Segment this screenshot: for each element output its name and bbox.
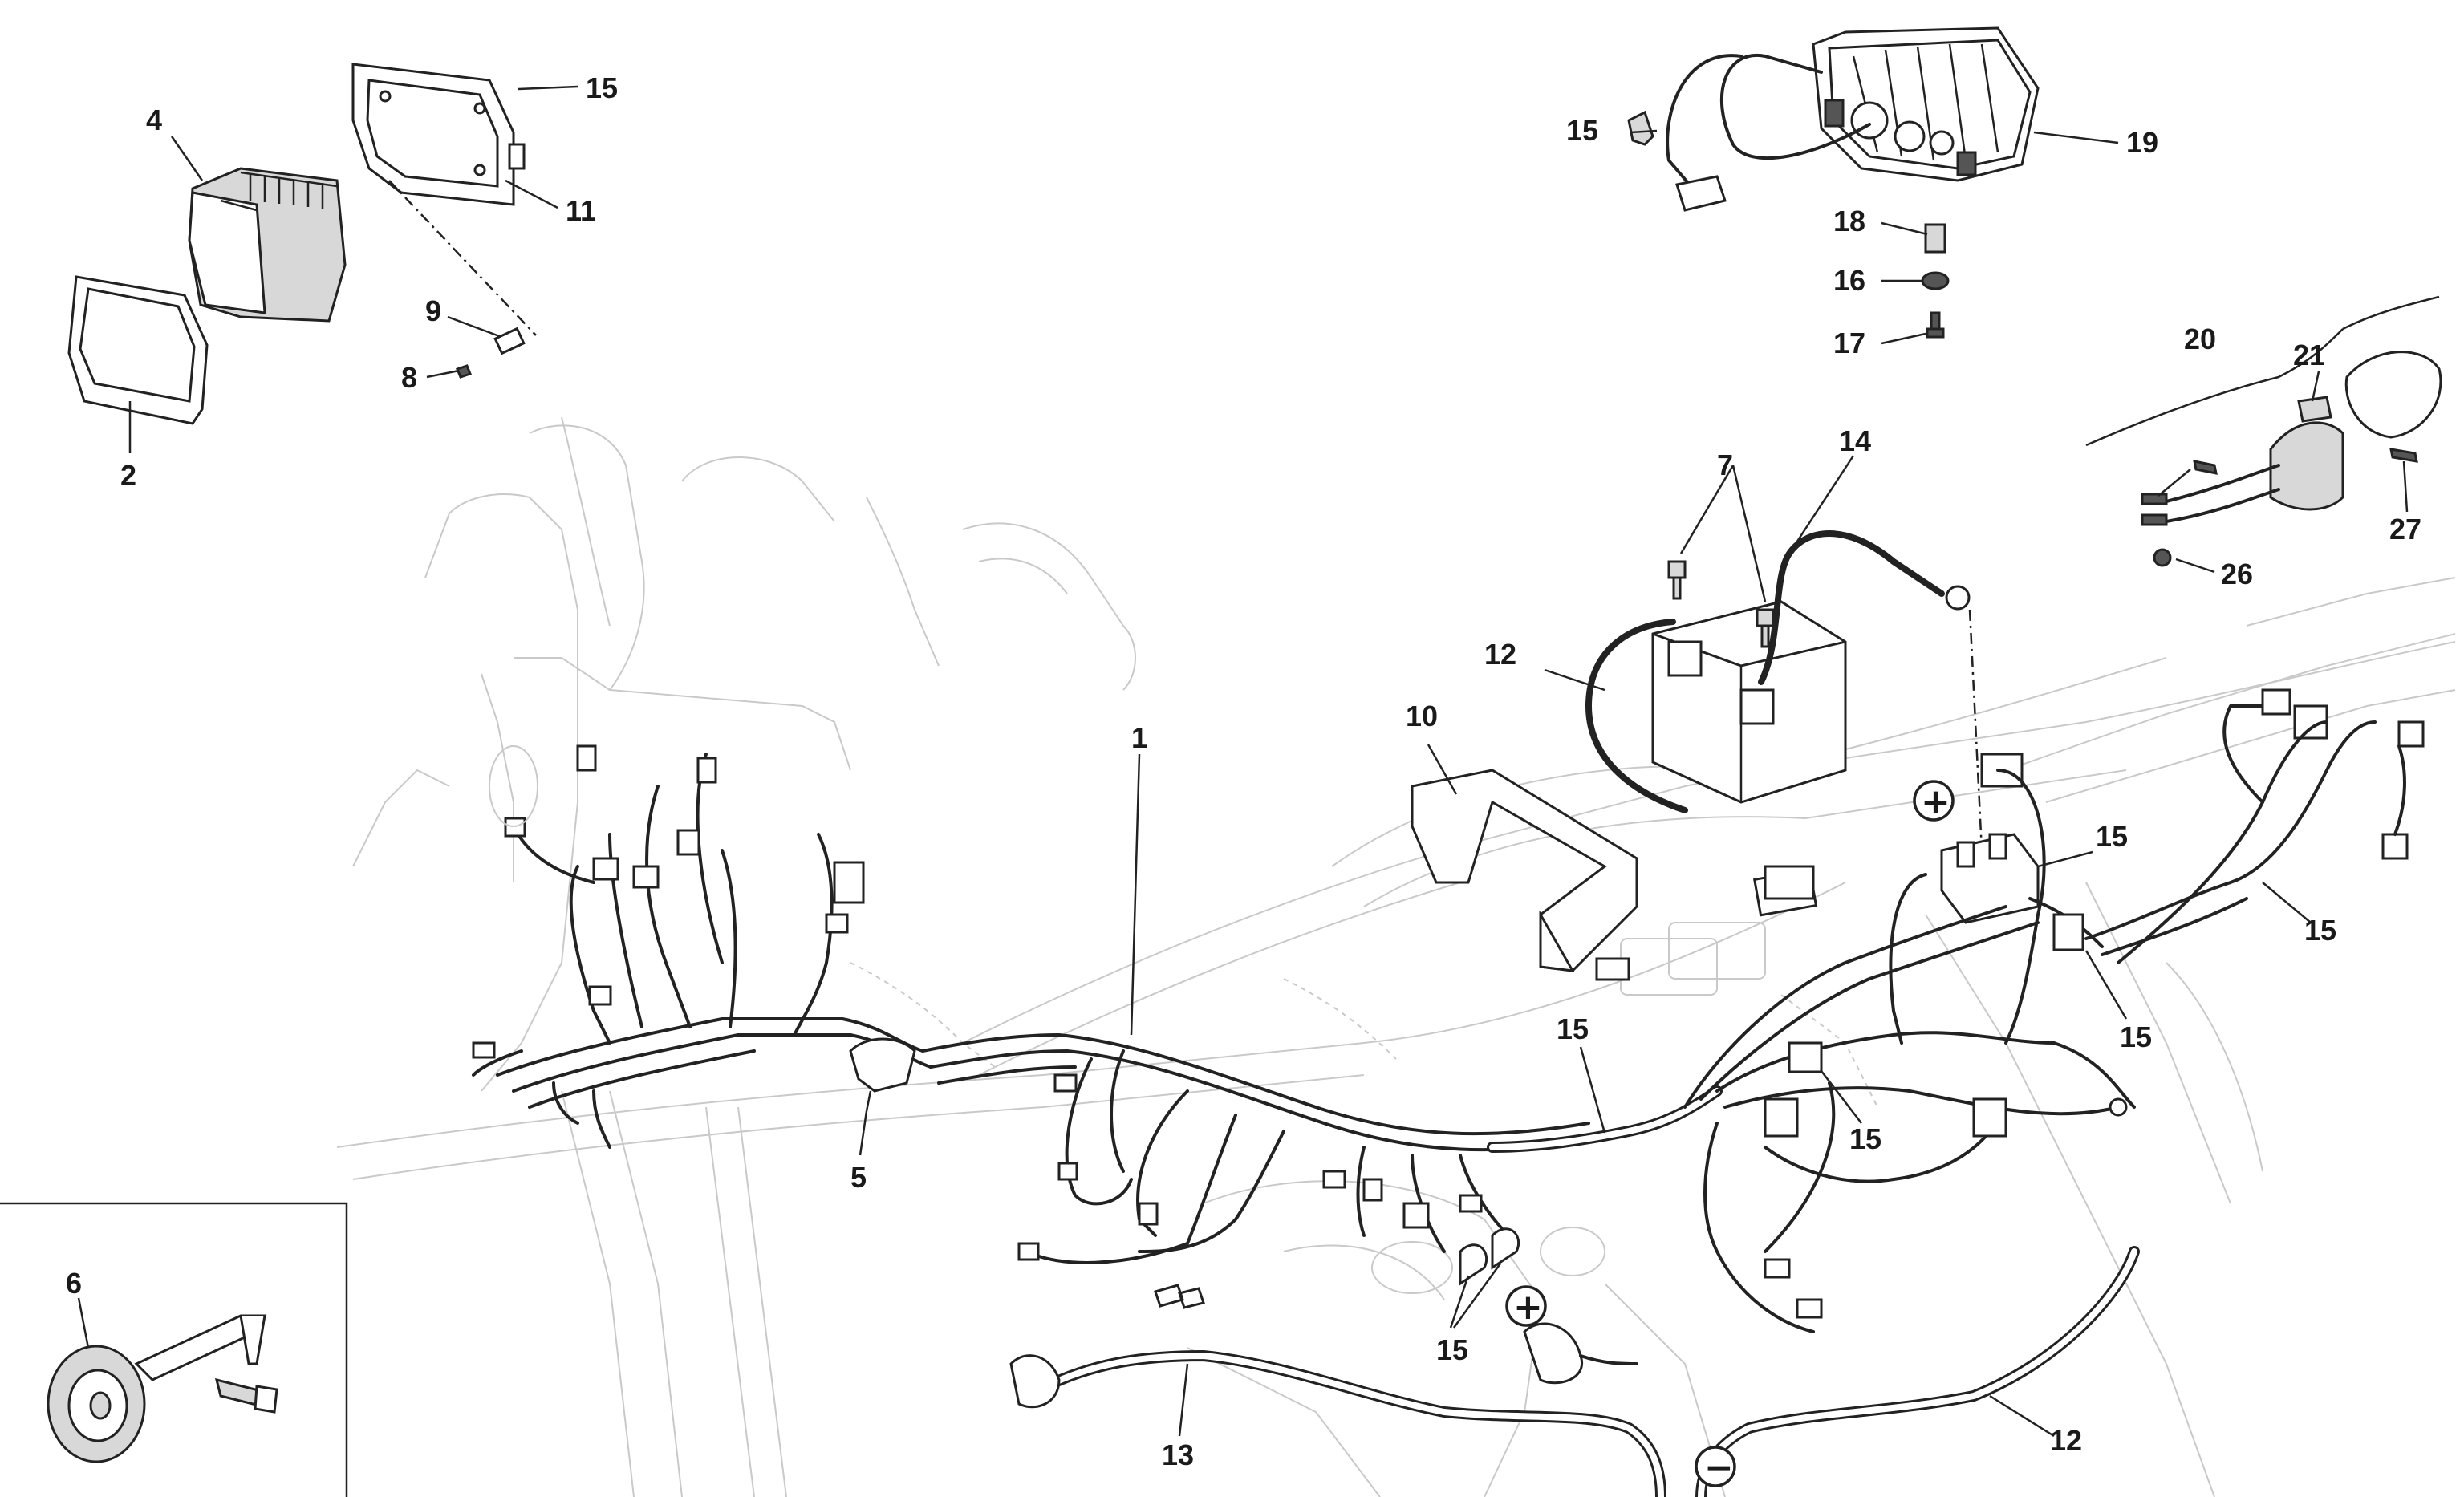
plus-symbol-upper: [1913, 780, 1955, 822]
harness-clamp-5: [849, 1037, 916, 1093]
rear-harness-19: [2117, 720, 2328, 964]
tail-light-assembly: [1627, 26, 2040, 339]
screw-8: [456, 364, 472, 379]
callout-6: 6: [66, 1267, 82, 1300]
turn-signal-assembly: [2085, 295, 2442, 567]
cable-clip-17: [1627, 110, 1654, 146]
spacer-22: [1924, 223, 1946, 254]
callout-20: 16: [1833, 264, 1865, 297]
polarity-symbols: + + −: [1505, 780, 1955, 1488]
callout-12a: 12: [1484, 638, 1516, 671]
callout-9: 9: [425, 294, 441, 327]
callout-22: 18: [1833, 205, 1865, 237]
callout-2: 2: [120, 459, 136, 492]
callout-15-middle: 15: [1849, 1122, 1881, 1155]
callout-15-rightside: 15: [2120, 1020, 2152, 1053]
callout-8: 8: [401, 361, 417, 394]
callout-numbers: 4 2 15 11 9 8 1 5 6 15 19 18 16 17 20 21…: [66, 71, 2421, 1471]
inset-border: [0, 1202, 348, 1497]
ghost-frame: [336, 416, 2456, 1497]
svg-text:−: −: [1704, 1447, 1734, 1488]
callout-16: 15: [2096, 820, 2128, 853]
harness-clip-15a: [1459, 1243, 1488, 1286]
battery-assembly: [1411, 465, 2046, 1045]
harness-clip-15b: [1788, 1041, 1823, 1073]
battery-tray: [1411, 769, 1638, 972]
callout-5: 5: [850, 1161, 867, 1194]
callout-4: 4: [146, 103, 162, 136]
spacer-9: [493, 327, 526, 355]
negative-cable-12: [1585, 619, 1688, 813]
minus-symbol: [1695, 1446, 1736, 1487]
screw-27: [2389, 448, 2418, 463]
callout-26: 26: [2221, 558, 2253, 590]
callout-23: 19: [2126, 126, 2158, 159]
callout-11: 11: [566, 194, 596, 227]
bulb-25: [2297, 396, 2332, 423]
svg-text:+: +: [1513, 1287, 1543, 1328]
callout-27: 27: [2389, 513, 2421, 546]
callout-12b: 12: [2050, 1424, 2082, 1457]
callout-7: 7: [1717, 448, 1733, 481]
main-wiring-harness: [472, 688, 2425, 1333]
terminal-screw-7a: [1667, 560, 1687, 600]
callout-15-lower: 15: [1436, 1333, 1468, 1366]
lower-cables: [1009, 1246, 2140, 1497]
grommet-20: [1921, 271, 1950, 290]
callout-21: 17: [1833, 327, 1865, 359]
callout-13: 13: [1162, 1438, 1194, 1471]
turn-signal-lens: [2344, 351, 2442, 439]
callout-17: 15: [1566, 114, 1598, 147]
turn-signal-base: [2269, 421, 2344, 511]
callout-leaders: [77, 85, 2409, 1438]
ground-cable-12: [1695, 1246, 2140, 1497]
nut-26: [2153, 548, 2172, 567]
screw-21: [1926, 311, 1945, 339]
callout-10: 10: [1406, 700, 1438, 732]
callout-14: 14: [1839, 424, 1871, 457]
tail-light-connector: [1675, 175, 1727, 212]
callout-25: 21: [2293, 339, 2325, 371]
horn-inset: [0, 1202, 348, 1497]
callout-1: 1: [1131, 721, 1147, 754]
callout-15-upper: 15: [1557, 1012, 1589, 1045]
plus-symbol-lower: [1505, 1285, 1547, 1327]
callout-19: 15: [2304, 914, 2336, 947]
callout-18: 15: [586, 71, 618, 104]
headlight-assembly: [67, 63, 537, 425]
svg-text:+: +: [1921, 781, 1950, 822]
callout-24: 20: [2184, 323, 2216, 355]
harness-clip-15c: [2052, 913, 2084, 951]
